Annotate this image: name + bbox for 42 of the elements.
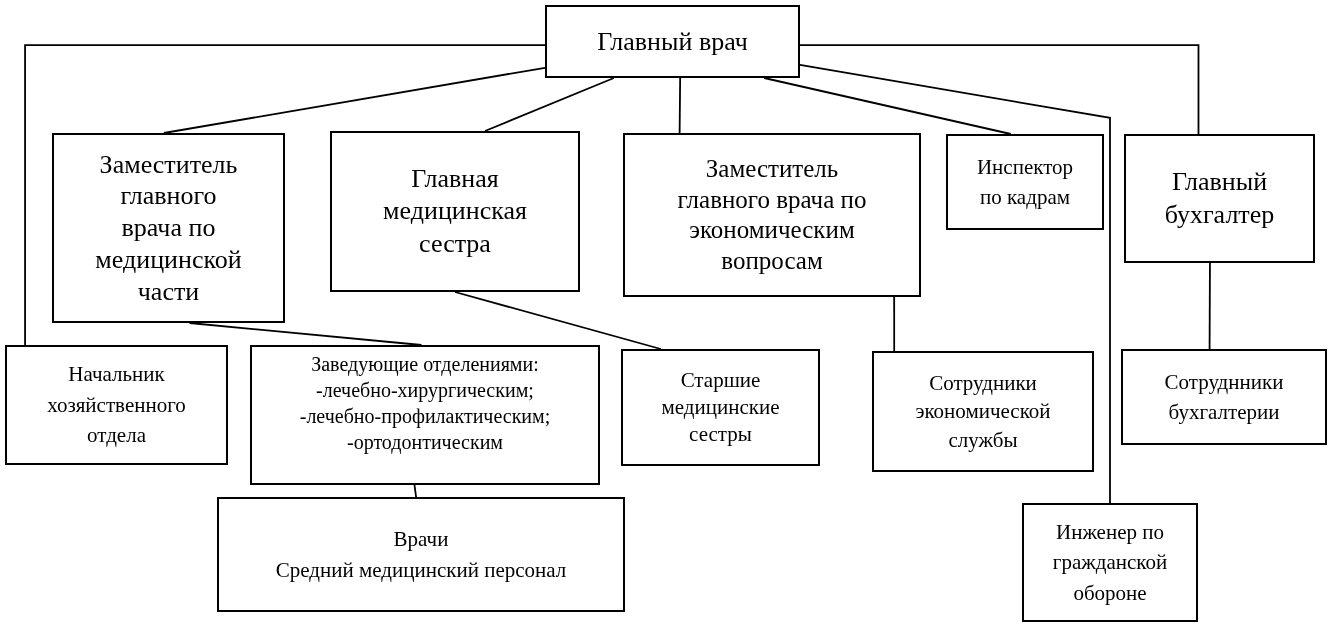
- connector-line: [454, 291, 662, 350]
- unit-title: Главная медицинская сестра: [382, 162, 528, 260]
- connector-line: [799, 44, 1200, 135]
- unit-title: Главный бухгалтер: [1163, 166, 1276, 231]
- org-unit-box: [52, 133, 285, 323]
- unit-title: Старшие медицинские сестры: [660, 366, 781, 449]
- org-unit-box: [946, 134, 1104, 230]
- org-unit-box: [330, 131, 580, 292]
- unit-title: Заместитель главного врача по медицинской части: [94, 148, 243, 308]
- unit-title: -лечебно-профилактическим;: [299, 404, 551, 429]
- org-unit-box: [872, 351, 1094, 472]
- org-unit-box: [1121, 349, 1327, 445]
- unit-title: -ортодонтическим: [347, 430, 503, 455]
- unit-title: -лечебно-хирургическим;: [316, 378, 534, 403]
- connector-line: [413, 484, 417, 498]
- org-unit-box: [5, 345, 228, 465]
- org-unit-box: [217, 497, 625, 612]
- org-unit-box: [250, 345, 600, 485]
- unit-title: Заведующие отделениями:: [311, 352, 539, 377]
- unit-title: Врачи: [393, 526, 449, 554]
- org-unit-box: [1022, 503, 1198, 622]
- org-unit-box: [1124, 134, 1315, 263]
- unit-title: Сотрудники экономической службы: [914, 370, 1052, 454]
- connector-line: [24, 44, 546, 346]
- connector-line: [893, 296, 896, 352]
- connector-line: [799, 63, 1111, 504]
- connector-line: [678, 77, 682, 134]
- connector-line: [1208, 262, 1211, 350]
- connector-line: [162, 66, 546, 134]
- unit-title: Инспектор по кадрам: [975, 153, 1075, 211]
- unit-title: Начальник хозяйственного отдела: [46, 361, 187, 450]
- unit-title: Главный врач: [597, 25, 748, 58]
- unit-title: Инженер по гражданской обороне: [1051, 518, 1169, 607]
- org-unit-box: [545, 5, 800, 78]
- unit-title: Сотруднники бухгалтерии: [1163, 368, 1285, 426]
- unit-title: Средний медицинский персонал: [275, 556, 567, 584]
- unit-title: Заместитель главного врача по экономическим вопросам: [676, 154, 868, 276]
- connector-line: [763, 77, 1012, 135]
- org-unit-box: [621, 349, 820, 466]
- connector-line: [484, 77, 615, 132]
- org-unit-box: [623, 133, 921, 297]
- connector-line: [188, 322, 423, 346]
